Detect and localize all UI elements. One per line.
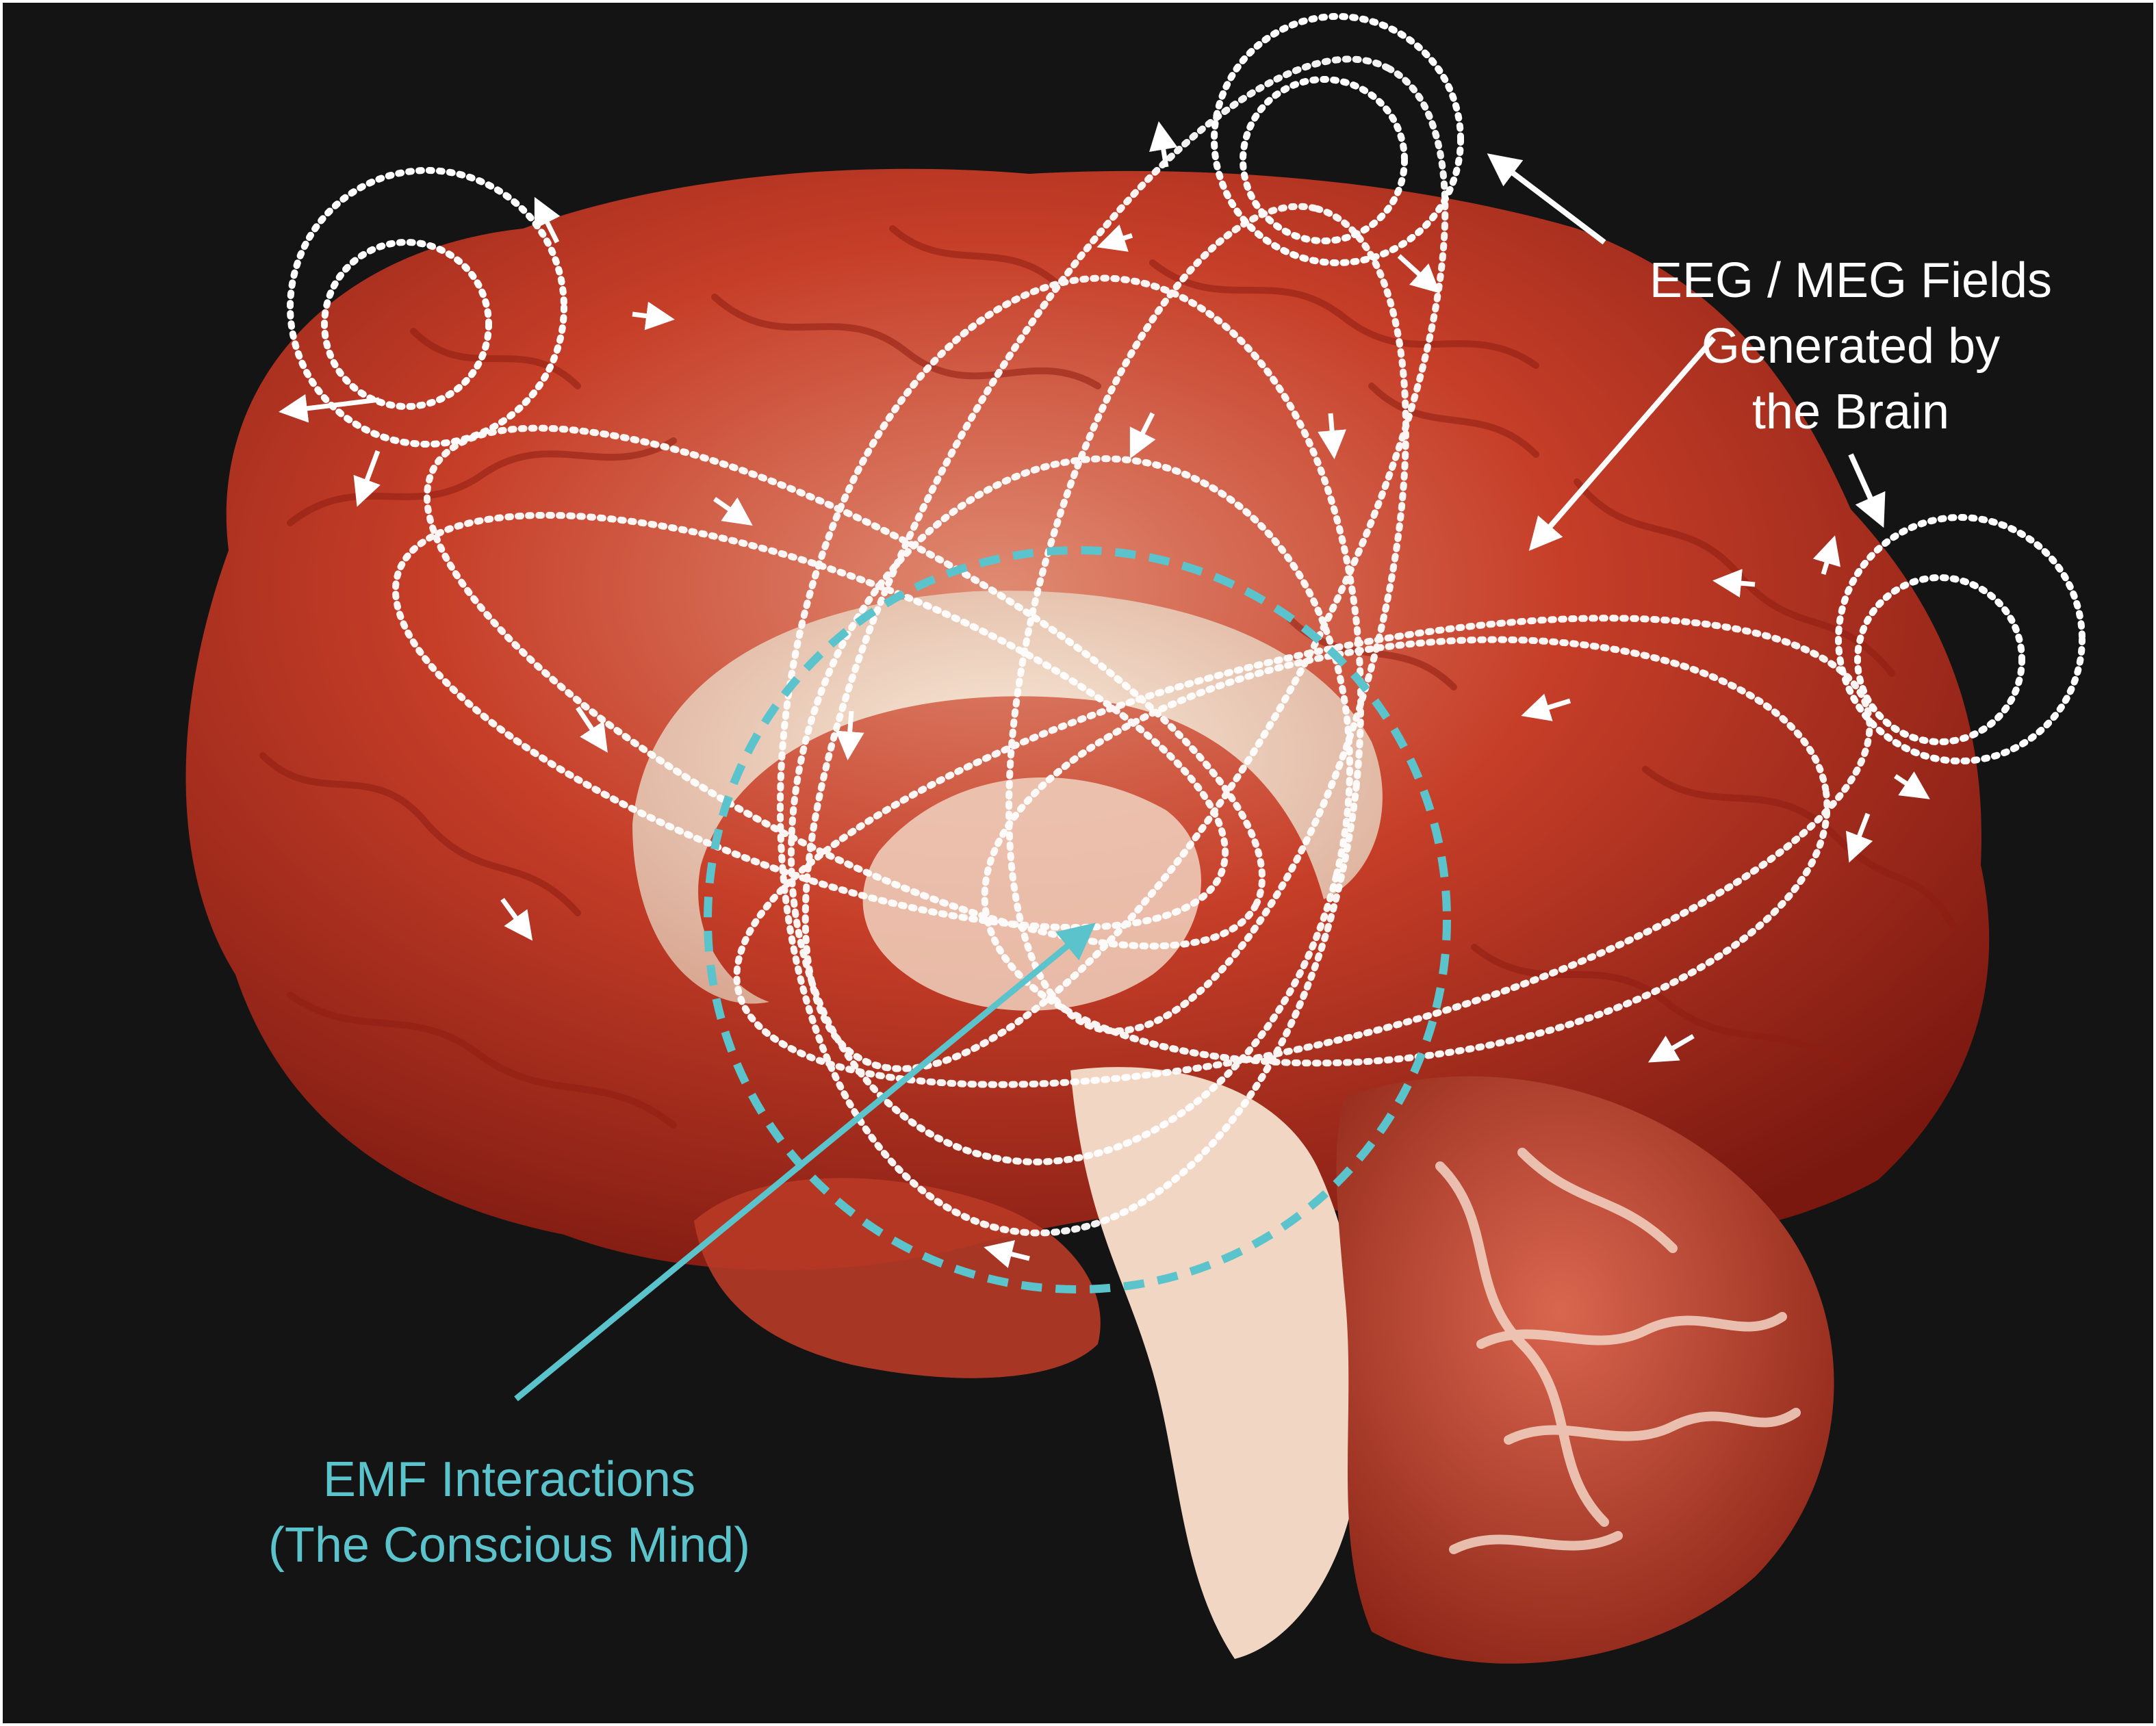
- field-loop: [788, 455, 1353, 1165]
- field-loop: [981, 636, 1831, 1067]
- eeg-meg-label-line-1: EEG / MEG Fields: [1649, 253, 2053, 308]
- arrow-icon: [1894, 771, 1930, 799]
- field-direction-arrows: [279, 121, 1930, 1268]
- cerebellum: [1336, 1076, 1834, 1664]
- arrow-icon: [1129, 412, 1156, 459]
- arrow-icon: [1318, 413, 1347, 459]
- emf-label-line-2: (The Conscious Mind): [268, 1518, 751, 1573]
- eeg-meg-label: EEG / MEG Fields Generated by the Brain: [1577, 248, 2125, 445]
- eeg-meg-label-line-2: Generated by: [1701, 319, 2001, 374]
- eeg-pointer-mid: [1528, 336, 1717, 552]
- eeg-pointer-right: [1848, 453, 1886, 528]
- arrow-icon: [835, 710, 864, 760]
- external-loop: [1835, 514, 2086, 764]
- emf-interaction-zone: [704, 546, 1451, 1293]
- arrow-icon: [576, 706, 608, 753]
- arrow-icon: [713, 497, 753, 526]
- emf-label-line-1: EMF Interactions: [322, 1452, 696, 1507]
- external-field-loops: [287, 13, 2086, 764]
- eeg-meg-label-line-3: the Brain: [1751, 385, 1950, 439]
- eeg-pointer-top: [1487, 153, 1606, 245]
- external-loop: [1211, 13, 1464, 266]
- figure-frame: EEG / MEG Fields Generated by the Brain …: [3, 3, 2153, 1723]
- emf-pointer: [514, 923, 1096, 1402]
- arrow-icon: [984, 1240, 1030, 1268]
- arrow-icon: [632, 301, 675, 331]
- brainstem: [1070, 1067, 1363, 1659]
- field-loop: [1005, 203, 1409, 1035]
- external-loop: [1854, 574, 2025, 745]
- arrow-icon: [1845, 812, 1873, 863]
- external-loop: [287, 167, 567, 448]
- arrow-icon: [1149, 121, 1178, 168]
- arrow-icon: [500, 897, 533, 941]
- external-loop: [321, 239, 492, 410]
- field-lines: [392, 55, 1873, 1237]
- field-loop: [392, 511, 1229, 931]
- arrow-icon: [353, 450, 381, 507]
- emf-label: EMF Interactions (The Conscious Mind): [167, 1447, 851, 1578]
- arrow-icon: [1812, 535, 1841, 576]
- arrow-icon: [1397, 254, 1441, 294]
- field-loop: [776, 274, 1365, 1237]
- field-loop: [733, 615, 1873, 1088]
- arrow-icon: [279, 394, 380, 423]
- arrow-icon: [1712, 569, 1756, 598]
- arrow-icon: [1647, 1033, 1695, 1063]
- arrow-icon: [1096, 224, 1133, 252]
- arrow-icon: [534, 196, 561, 244]
- arrow-icon: [1521, 693, 1571, 721]
- label-pointers: [514, 153, 1886, 1402]
- field-loop: [423, 424, 1266, 950]
- external-loop: [1240, 76, 1408, 244]
- brain-illustration: [185, 13, 2086, 1664]
